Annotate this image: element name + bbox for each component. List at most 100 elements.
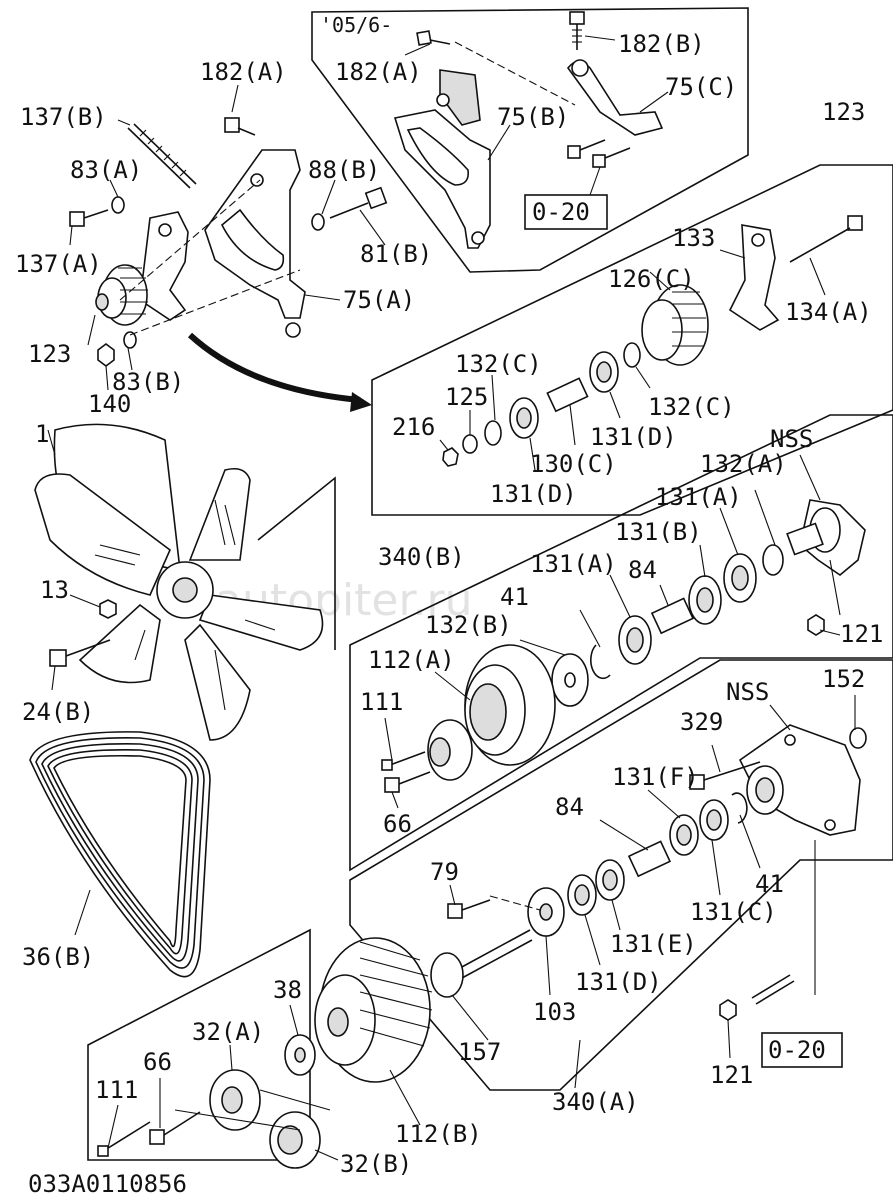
label-88B: 88(B)	[308, 156, 380, 184]
ref-box-0-20-top-text: 0-20	[532, 198, 590, 226]
bracket-75A-drawing	[204, 149, 306, 338]
washer-83B-drawing	[123, 331, 137, 349]
label-130C: 130(C)	[530, 450, 617, 478]
label-84-b: 84	[555, 793, 584, 821]
label-152: 152	[822, 665, 865, 693]
bolt-111-top-drawing	[381, 751, 426, 771]
label-131D-a: 131(D)	[590, 423, 677, 451]
label-340B: 340(B)	[378, 543, 465, 571]
label-75A: 75(A)	[343, 286, 415, 314]
label-123-left: 123	[28, 340, 71, 368]
label-41-b: 41	[755, 870, 784, 898]
label-84-a: 84	[628, 556, 657, 584]
housing-NSS-mid-drawing	[738, 724, 861, 836]
bracket-75C-drawing	[567, 59, 664, 136]
inset-frame-idler-123	[371, 164, 893, 516]
leader	[489, 895, 541, 911]
inset-frame-bracket-late	[311, 7, 749, 273]
spacer-38-drawing	[284, 1034, 316, 1076]
bracket-75B-drawing	[393, 69, 491, 249]
label-131F: 131(F)	[612, 763, 699, 791]
nut-140-drawing	[97, 343, 115, 367]
bearing-131F-drawing	[669, 814, 699, 856]
fan-belt-frame	[257, 476, 336, 650]
label-132C-b: 132(C)	[648, 393, 735, 421]
label-NSS-mid: NSS	[726, 678, 769, 706]
callout-arrow-idler	[187, 332, 361, 403]
leader	[259, 1089, 331, 1111]
label-79: 79	[430, 858, 459, 886]
housing-NSS-top-drawing	[786, 499, 866, 577]
fan-1-drawing	[34, 423, 324, 741]
label-131E: 131(E)	[610, 930, 697, 958]
label-1: 1	[35, 420, 49, 448]
bearing-131E-drawing	[595, 859, 625, 901]
label-133: 133	[672, 224, 715, 252]
ring-132A-drawing	[762, 544, 784, 576]
bearing-131A-left-drawing	[618, 615, 652, 665]
bolt-24B-drawing	[49, 639, 111, 667]
pulley-112B-drawing	[314, 937, 433, 1083]
hub-32A-drawing	[209, 1069, 261, 1131]
bracket-133-left-drawing	[139, 211, 189, 321]
label-112A: 112(A)	[368, 646, 455, 674]
label-134A: 134(A)	[785, 298, 872, 326]
spacer-84-mid-drawing	[627, 840, 672, 878]
diagram-code: 033A0110856	[28, 1170, 187, 1198]
plug-152-drawing	[849, 727, 867, 749]
ring-132C-left-drawing	[484, 420, 502, 446]
inset-frame-340B	[349, 414, 893, 872]
label-41-a: 41	[500, 583, 529, 611]
damper-32B-drawing	[269, 1111, 321, 1169]
label-13: 13	[40, 576, 69, 604]
nut-216-drawing	[442, 447, 459, 467]
date-note: '05/6-	[320, 13, 392, 37]
ref-box-0-20-bottom	[761, 1032, 843, 1068]
callout-arrow-head	[350, 392, 372, 412]
bolt-66-bottom-drawing	[149, 1111, 201, 1145]
label-66-a: 66	[383, 810, 412, 838]
leader	[119, 179, 261, 301]
nut-13-drawing	[99, 599, 117, 619]
label-32A: 32(A)	[192, 1018, 264, 1046]
label-24B: 24(B)	[22, 698, 94, 726]
bolts-0-20-drawing	[567, 139, 631, 168]
label-216: 216	[392, 413, 435, 441]
bearing-131C-drawing	[699, 799, 729, 841]
ref-box-0-20-bottom-text: 0-20	[768, 1036, 826, 1064]
bolt-137B-drawing	[127, 123, 197, 189]
bolt-182A-left-drawing	[224, 117, 256, 136]
flange-103-drawing	[527, 887, 565, 937]
label-131A-b: 131(A)	[530, 550, 617, 578]
ring-132C-right-drawing	[623, 342, 641, 368]
label-126C: 126(C)	[608, 265, 695, 293]
leader	[129, 269, 301, 336]
label-132A: 132(A)	[700, 450, 787, 478]
leader	[829, 559, 841, 616]
label-103: 103	[533, 998, 576, 1026]
bolt-182A-top-drawing	[416, 30, 451, 46]
label-340A: 340(A)	[552, 1088, 639, 1116]
label-66-b: 66	[143, 1048, 172, 1076]
label-131D-b: 131(D)	[490, 480, 577, 508]
snap-ring-41-top-drawing	[590, 644, 611, 680]
label-329: 329	[680, 708, 723, 736]
bolt-134A-drawing	[789, 215, 863, 263]
pulley-123-left-drawing	[95, 264, 148, 326]
washer-83A-drawing	[111, 196, 125, 214]
label-131C: 131(C)	[690, 898, 777, 926]
label-111-a: 111	[360, 688, 403, 716]
leader	[174, 1109, 301, 1131]
label-NSS-top: NSS	[770, 425, 813, 453]
bearing-131A-right-drawing	[723, 553, 757, 603]
washer-132B-drawing	[551, 653, 589, 707]
bolt-137A-drawing	[69, 209, 109, 227]
pulley-126C-drawing	[641, 284, 709, 366]
label-132B: 132(B)	[425, 611, 512, 639]
spacer-130C-drawing	[546, 377, 589, 413]
label-121-a: 121	[840, 620, 883, 648]
bolt-81B-drawing	[329, 186, 388, 219]
label-131D-c: 131(D)	[575, 968, 662, 996]
label-81B: 81(B)	[360, 240, 432, 268]
